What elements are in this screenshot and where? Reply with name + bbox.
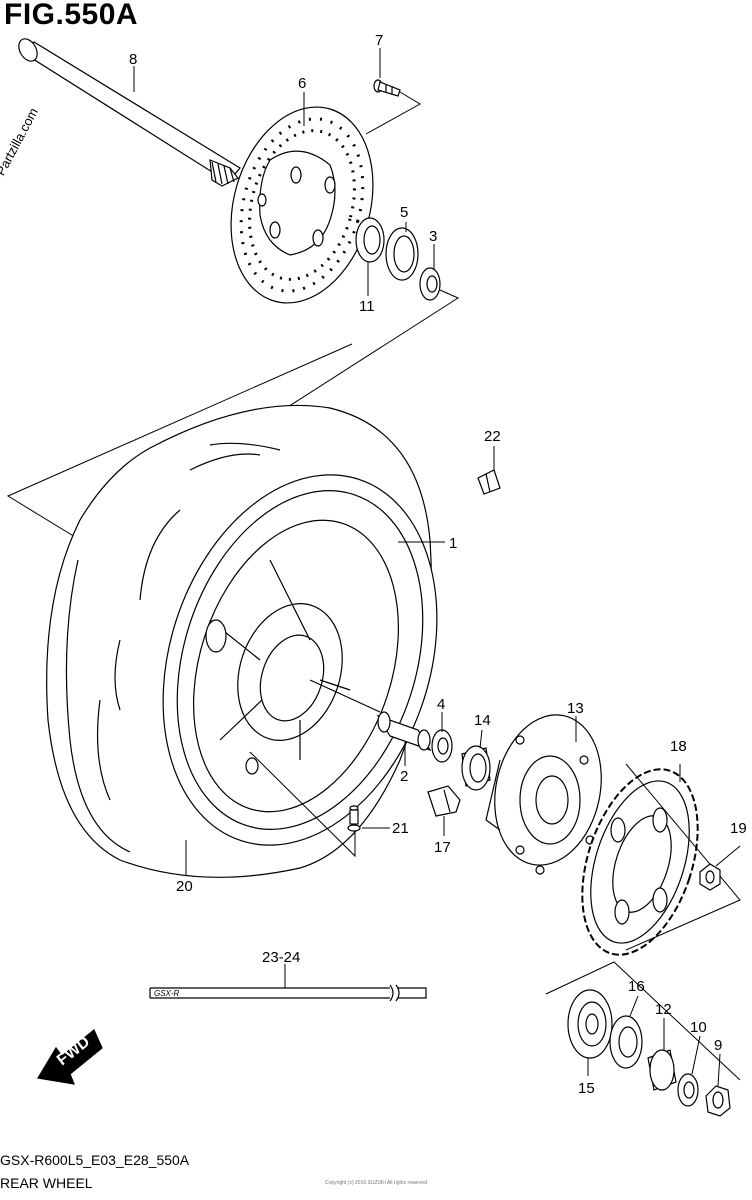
washer-part [677,1073,699,1107]
drum-seal-part [609,1015,643,1069]
bearing-part-5 [385,227,419,281]
callout-4: 4 [437,696,445,713]
fine-print: Copyright (c) 2016 SUZUKI All rights res… [325,1180,427,1186]
callout-7: 7 [375,32,383,49]
figure-title: FIG.550A [4,0,139,31]
sprocket-drum-part [485,714,602,875]
callout-2: 2 [400,768,408,785]
bolt-leader-line [365,91,421,135]
callout-21: 21 [392,820,409,837]
axle-nut-part [705,1085,731,1117]
spacer-part [376,711,432,752]
fwd-arrow-icon: FWD [37,1029,103,1085]
disc-bolt-part [373,79,401,97]
callout-1: 1 [449,535,457,552]
rim-tape-strip [149,984,427,1002]
right-assembly-leader [545,961,741,1081]
seal-part [355,217,385,263]
clip-part [477,469,501,495]
callout-18: 18 [670,738,687,755]
wheel-rim-part [162,474,438,846]
callout-19: 19 [730,820,747,837]
damper-part [427,785,461,817]
bearing-part-4 [431,729,453,763]
callout-17: 17 [434,839,451,856]
callout-23-24: 23-24 [262,949,300,966]
callout-6: 6 [298,75,306,92]
callout-11: 11 [359,298,375,315]
drum-bearing-part [567,989,613,1059]
sprocket-leader-line [625,763,741,951]
brake-disc-part [230,106,374,304]
callout-22: 22 [484,428,501,445]
sprocket-nut-part [699,863,721,891]
bearing-part-3 [419,267,441,301]
strip-logo: GSX-R [154,989,180,998]
callout-15: 15 [578,1080,595,1097]
callout-13: 13 [567,700,584,717]
callout-20: 20 [176,878,193,895]
section-name: REAR WHEEL [0,1175,93,1191]
axle-part [18,38,241,187]
model-code: GSX-R600L5_E03_E28_550A [0,1152,190,1168]
callout-8: 8 [129,51,137,68]
tire-outline-leader [6,343,353,541]
drum-spacer-part [647,1049,677,1091]
callout-5: 5 [400,204,408,221]
callout-12: 12 [655,1001,672,1018]
callout-10: 10 [690,1019,707,1036]
hub-spacer-part [461,745,491,791]
callout-14: 14 [474,712,491,729]
callout-3: 3 [429,228,437,245]
valve-part [347,805,361,832]
valve-leader-line [249,751,356,858]
callout-16: 16 [628,978,645,995]
callout-9: 9 [714,1037,722,1054]
